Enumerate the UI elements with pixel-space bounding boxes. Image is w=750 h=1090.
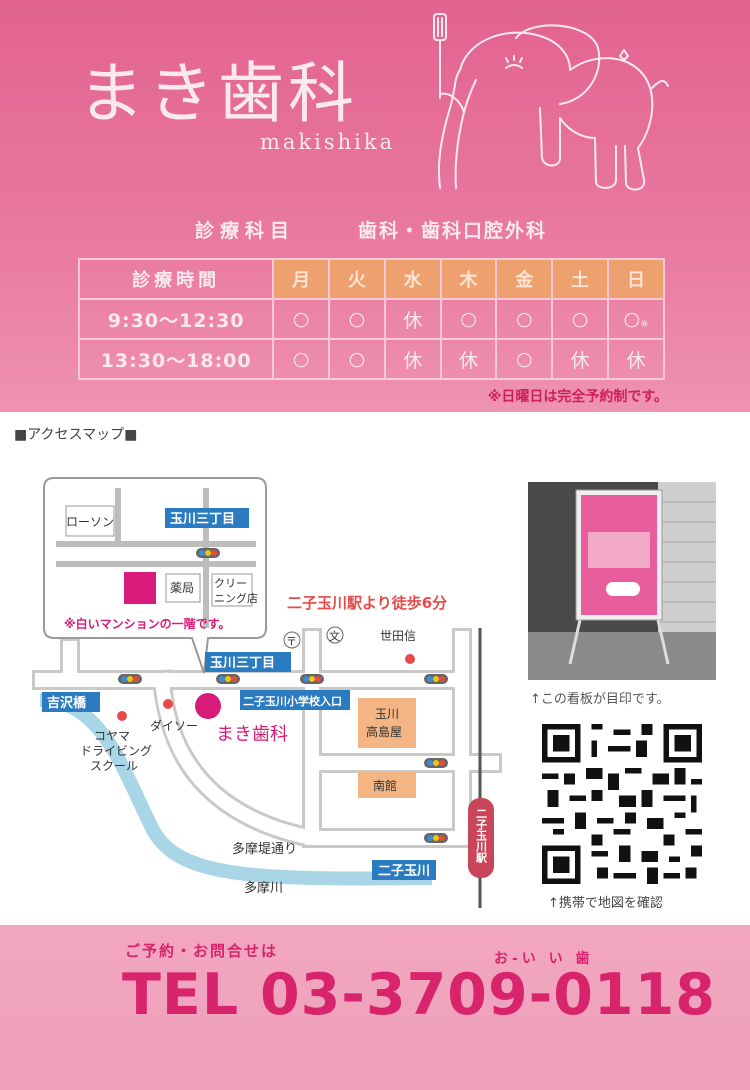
clinic-logo-romanized: makishika [260, 130, 396, 154]
access-map-title: ■アクセスマップ■ [14, 427, 138, 443]
time-slot: 13:30〜18:00 [77, 338, 275, 380]
yoshizawa-bridge-sign [42, 692, 100, 712]
availability-cell: ○ [495, 338, 554, 380]
post-office-icon [283, 631, 301, 649]
minamikan-label: 南館 [373, 778, 397, 793]
access-map: ローソン 玉川三丁目 薬局 クリー ニング店 ※白いマンションの一階です。 二子… [32, 477, 502, 908]
post-office-symbol: 〒 [286, 635, 297, 648]
contact-lead-text: ご予約・お問合せは [125, 942, 279, 960]
futako-tamagawa-sign [372, 860, 436, 880]
day-header: 日 [606, 258, 666, 300]
availability-cell-sunday: ○※ [606, 298, 666, 340]
day-header: 月 [272, 258, 331, 300]
sunday-reservation-note: ※日曜日は完全予約制です。 [487, 389, 668, 405]
availability-cell: ○ [495, 298, 554, 340]
availability-cell: ○ [272, 338, 331, 380]
traffic-light-icon [118, 674, 142, 684]
bank-marker-icon [405, 654, 415, 664]
driving-school-label-1: コヤマ [94, 729, 130, 743]
lawson-box [65, 505, 115, 537]
lawson-label: ローソン [66, 515, 114, 529]
subjects-label: 診療科目 [195, 220, 296, 242]
futako-station-box [468, 798, 494, 878]
clinic-map-label: まき歯科 [216, 724, 288, 745]
availability-cell: ○ [272, 298, 331, 340]
daiso-marker-icon [163, 699, 173, 709]
driving-school-marker-icon [117, 711, 127, 721]
day-header: 金 [495, 258, 554, 300]
futako-tamagawa-label: 二子玉川 [378, 864, 430, 879]
availability-cell: ○ [439, 298, 498, 340]
school-entrance-sign [240, 690, 350, 710]
daiso-label: ダイソー [150, 718, 198, 733]
traffic-light-icon [424, 758, 448, 768]
qr-caption: ↑携帯で地図を確認 [548, 896, 663, 911]
driving-school-label-2: ドライビング [80, 744, 152, 758]
takashimaya-label-1: 玉川 [375, 707, 399, 721]
traffic-light-icon [424, 833, 448, 843]
availability-mark: ○ [623, 308, 641, 330]
availability-cell: ○ [328, 298, 386, 340]
pharmacy-box [165, 573, 201, 603]
tamagawa-3-mid-sign [205, 652, 291, 672]
pharmacy-label: 薬局 [170, 581, 194, 595]
availability-cell: 休 [551, 338, 609, 380]
elephant-mascot-icon [433, 13, 669, 191]
cleaning-label-1: クリー [214, 577, 247, 590]
availability-cell: 休 [383, 338, 442, 380]
signboard-caption: ↑この看板が目印です。 [530, 692, 670, 707]
footer-banner [0, 925, 750, 1090]
day-header: 木 [439, 258, 498, 300]
tamagawa-3-mid-label: 玉川三丁目 [210, 656, 275, 671]
clinic-logo-text: まき歯科 [78, 55, 358, 132]
school-icon [326, 626, 344, 644]
traffic-light-icon [300, 674, 324, 684]
subjects-value: 歯科・歯科口腔外科 [358, 220, 548, 242]
day-header: 水 [383, 258, 442, 300]
clinic-hours-table: 診療時間 月 火 水 木 金 土 日 9:30〜12:30 ○ ○ 休 ○ ○ … [77, 258, 666, 380]
availability-cell: 休 [383, 298, 442, 340]
cleaning-box [211, 573, 253, 607]
table-header-row: 診療時間 月 火 水 木 金 土 日 [77, 258, 666, 300]
phone-mnemonic: お-い い 歯 [494, 951, 594, 967]
availability-cell: ○ [551, 298, 609, 340]
clinic-location-marker [195, 693, 221, 719]
table-row: 13:30〜18:00 ○ ○ 休 休 ○ 休 休 [77, 338, 666, 380]
tamazutsumi-road-label: 多摩堤通り [232, 841, 297, 857]
phone-number[interactable]: TEL 03-3709-0118 [122, 962, 716, 1028]
availability-cell: ○ [328, 338, 386, 380]
school-symbol: 文 [329, 629, 340, 643]
walk-time-note: 二子玉川駅より徒歩6分 [287, 594, 447, 612]
minamikan-block [358, 772, 416, 798]
qr-code-icon [542, 724, 702, 884]
tamagawa-3-top-sign [165, 508, 249, 528]
yoshizawa-bridge-label: 吉沢橋 [47, 695, 87, 711]
availability-cell: 休 [606, 338, 666, 380]
tamagawa-river-label: 多摩川 [244, 880, 283, 896]
traffic-light-icon [216, 674, 240, 684]
river-line [39, 693, 433, 886]
school-entrance-label: 二子玉川小学校入口 [243, 694, 342, 708]
cleaning-label-2: ニング店 [214, 591, 258, 605]
setagaya-shinkin-label: 世田信 [380, 629, 416, 643]
futako-station-label: 二子玉川駅 [475, 808, 489, 864]
hours-label: 診療時間 [77, 258, 275, 300]
reservation-mark: ※ [640, 319, 649, 330]
takashimaya-label-2: 高島屋 [366, 724, 402, 739]
day-header: 火 [328, 258, 386, 300]
time-slot: 9:30〜12:30 [77, 298, 275, 340]
table-row: 9:30〜12:30 ○ ○ 休 ○ ○ ○ ○※ [77, 298, 666, 340]
takashimaya-block [358, 698, 416, 748]
tamagawa-3-top-label: 玉川三丁目 [170, 512, 235, 527]
day-header: 土 [551, 258, 609, 300]
traffic-light-icon [424, 674, 448, 684]
clinic-building-marker [124, 572, 156, 604]
availability-cell: 休 [439, 338, 498, 380]
driving-school-label-3: スクール [90, 759, 138, 773]
signboard-photo [528, 482, 716, 680]
white-mansion-note: ※白いマンションの一階です。 [64, 616, 230, 631]
